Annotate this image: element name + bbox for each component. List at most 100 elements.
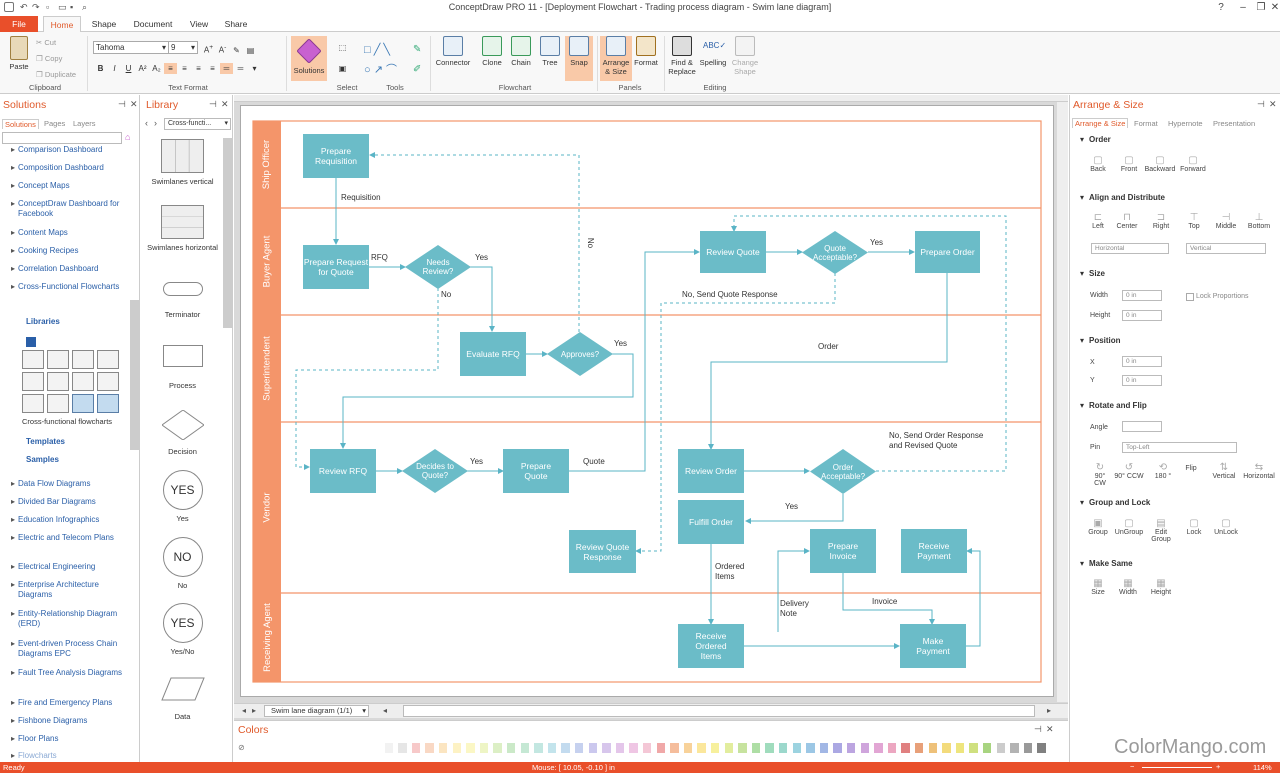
library-shape-data[interactable]: Data [145, 677, 220, 721]
zoom-slider[interactable] [1142, 767, 1212, 768]
arc-tool-icon[interactable]: ⌒ [386, 64, 397, 76]
color-swatch[interactable] [1010, 743, 1019, 753]
scroll-left-icon[interactable]: ◂ [383, 706, 388, 715]
color-swatch[interactable] [792, 743, 801, 753]
select-pointer-icon[interactable]: ⬚ [338, 43, 347, 52]
clone-button[interactable]: Clone [478, 36, 506, 67]
grow-font-icon[interactable]: A+ [203, 44, 214, 55]
height-input[interactable]: 0 in [1122, 310, 1162, 321]
edit-group-button[interactable]: ▤Edit Group [1149, 518, 1173, 543]
flip-horizontal-button[interactable]: ⇆Horizontal [1241, 462, 1277, 480]
ellipse-tool-icon[interactable]: ○ [364, 64, 371, 76]
node-receive-payment[interactable]: Receive Payment [901, 529, 967, 573]
color-swatch[interactable] [724, 743, 733, 753]
color-swatch[interactable] [520, 743, 529, 753]
lane-ship-officer[interactable]: Ship Officer [253, 121, 281, 208]
paste-button[interactable]: Paste [5, 36, 33, 71]
align-middle-button[interactable]: ⊣Middle [1212, 212, 1240, 230]
library-shape-yes[interactable]: YES Yes [145, 470, 220, 523]
node-make-payment[interactable]: Make Payment [900, 624, 966, 668]
back-button[interactable]: ▢Back [1086, 155, 1110, 173]
rectangle-tool-icon[interactable]: □ [364, 44, 371, 56]
close-icon[interactable]: ✕ [1270, 2, 1280, 13]
color-swatch[interactable] [765, 743, 774, 753]
cut-button[interactable]: ✂ Cut [36, 38, 56, 47]
library-shape-process[interactable]: Process [145, 345, 220, 390]
align-left-button[interactable]: ⊏Left [1086, 212, 1110, 230]
solution-item-expanded[interactable]: Cross-Functional Flowcharts [11, 282, 128, 292]
library-thumbnail[interactable] [22, 350, 120, 414]
node-receive-ordered-items[interactable]: Receive Ordered Items [678, 624, 744, 668]
justify-icon[interactable]: ≡ [210, 64, 215, 73]
chevron-left-icon[interactable]: ‹ [145, 118, 148, 128]
solution-item[interactable]: Correlation Dashboard [11, 264, 128, 274]
same-size-button[interactable]: ▦Size [1086, 578, 1110, 596]
pin-select[interactable]: Top-Left [1122, 442, 1237, 453]
color-swatch[interactable] [479, 743, 489, 753]
color-swatch[interactable] [425, 743, 434, 753]
decision-order-acceptable[interactable]: Order Acceptable? [810, 449, 876, 494]
color-swatch[interactable] [779, 743, 788, 753]
section-position[interactable]: Position [1080, 336, 1120, 345]
solution-item[interactable]: Content Maps [11, 228, 128, 238]
node-prepare-invoice[interactable]: Prepare Invoice [810, 529, 876, 573]
color-swatch[interactable] [874, 743, 883, 753]
color-swatch[interactable] [411, 743, 421, 753]
connector-button[interactable]: Connector [433, 36, 473, 67]
shrink-font-icon[interactable]: A- [218, 44, 227, 55]
same-height-button[interactable]: ▦Height [1149, 578, 1173, 596]
ungroup-button[interactable]: ▢UnGroup [1113, 518, 1145, 536]
solution-item[interactable]: Electrical Engineering [11, 562, 128, 572]
solution-item[interactable]: Concept Maps [11, 181, 128, 191]
arrange-size-button[interactable]: Arrange & Size [600, 36, 632, 81]
color-swatch[interactable] [806, 743, 815, 753]
node-evaluate-rfq[interactable]: Evaluate RFQ [460, 332, 526, 376]
solution-item[interactable]: Enterprise Architecture Diagrams [11, 580, 128, 600]
tab-arrange-size[interactable]: Arrange & Size [1072, 118, 1129, 128]
new-document-icon[interactable]: ▫ [46, 2, 50, 12]
section-size[interactable]: Size [1080, 269, 1105, 278]
color-swatch[interactable] [466, 743, 475, 753]
color-swatch[interactable] [955, 743, 965, 753]
library-shape-swimlanes-horizontal[interactable]: Swimlanes horizontal [145, 205, 220, 252]
color-swatch[interactable] [969, 743, 978, 753]
color-swatch[interactable] [602, 743, 611, 753]
pin-icon[interactable]: ⊣ [1034, 724, 1042, 734]
pencil-icon[interactable]: ✐ [413, 64, 422, 75]
page-nav-prev-icon[interactable]: ◂ [242, 706, 247, 715]
chain-button[interactable]: Chain [507, 36, 535, 67]
color-swatch[interactable] [711, 743, 720, 753]
pin-icon[interactable]: ⊣ [118, 99, 126, 109]
solutions-search-input[interactable] [2, 132, 122, 144]
section-align-distribute[interactable]: Align and Distribute [1080, 193, 1165, 202]
flip-vertical-button[interactable]: ⇅Vertical [1209, 462, 1239, 480]
change-shape-button[interactable]: Change Shape [729, 36, 761, 76]
page-tab[interactable]: Swim lane diagram (1/1)▾ [264, 705, 369, 717]
node-prepare-rfq[interactable]: Prepare Request for Quote [303, 245, 369, 289]
color-swatch[interactable] [1037, 743, 1046, 753]
tab-shape[interactable]: Shape [91, 19, 117, 29]
tab-document[interactable]: Document [133, 19, 173, 29]
select-all-icon[interactable]: ▣ [338, 64, 347, 73]
color-swatch[interactable] [738, 743, 747, 753]
rotate-180-button[interactable]: ⟲180 ° [1151, 462, 1175, 480]
library-name[interactable]: Cross-functional flowcharts [22, 417, 113, 426]
library-shape-swimlanes-vertical[interactable]: Swimlanes vertical [145, 139, 220, 186]
node-fulfill-order[interactable]: Fulfill Order [678, 500, 744, 544]
no-fill-icon[interactable]: ⊘ [238, 743, 245, 752]
library-shape-yes-no[interactable]: YES Yes/No [145, 603, 220, 656]
tab-layers[interactable]: Layers [73, 119, 96, 128]
node-review-rfq[interactable]: Review RFQ [310, 449, 376, 493]
node-review-order[interactable]: Review Order [678, 449, 744, 493]
open-folder-icon[interactable]: ▭ [58, 2, 67, 12]
angle-input[interactable] [1122, 421, 1162, 432]
align-right-button[interactable]: ⊐Right [1149, 212, 1173, 230]
library-selector[interactable]: Cross-functi...▾ [164, 118, 231, 130]
solution-item[interactable]: Cooking Recipes [11, 246, 128, 256]
solutions-filter-icon[interactable]: ⌂ [125, 132, 131, 142]
node-prepare-quote[interactable]: Prepare Quote [503, 449, 569, 493]
color-swatch[interactable] [615, 743, 625, 753]
node-prepare-requisition[interactable]: Prepare Requisition [303, 134, 369, 178]
align-center-button[interactable]: ⊓Center [1115, 212, 1139, 230]
tab-format[interactable]: Format [1134, 119, 1158, 128]
